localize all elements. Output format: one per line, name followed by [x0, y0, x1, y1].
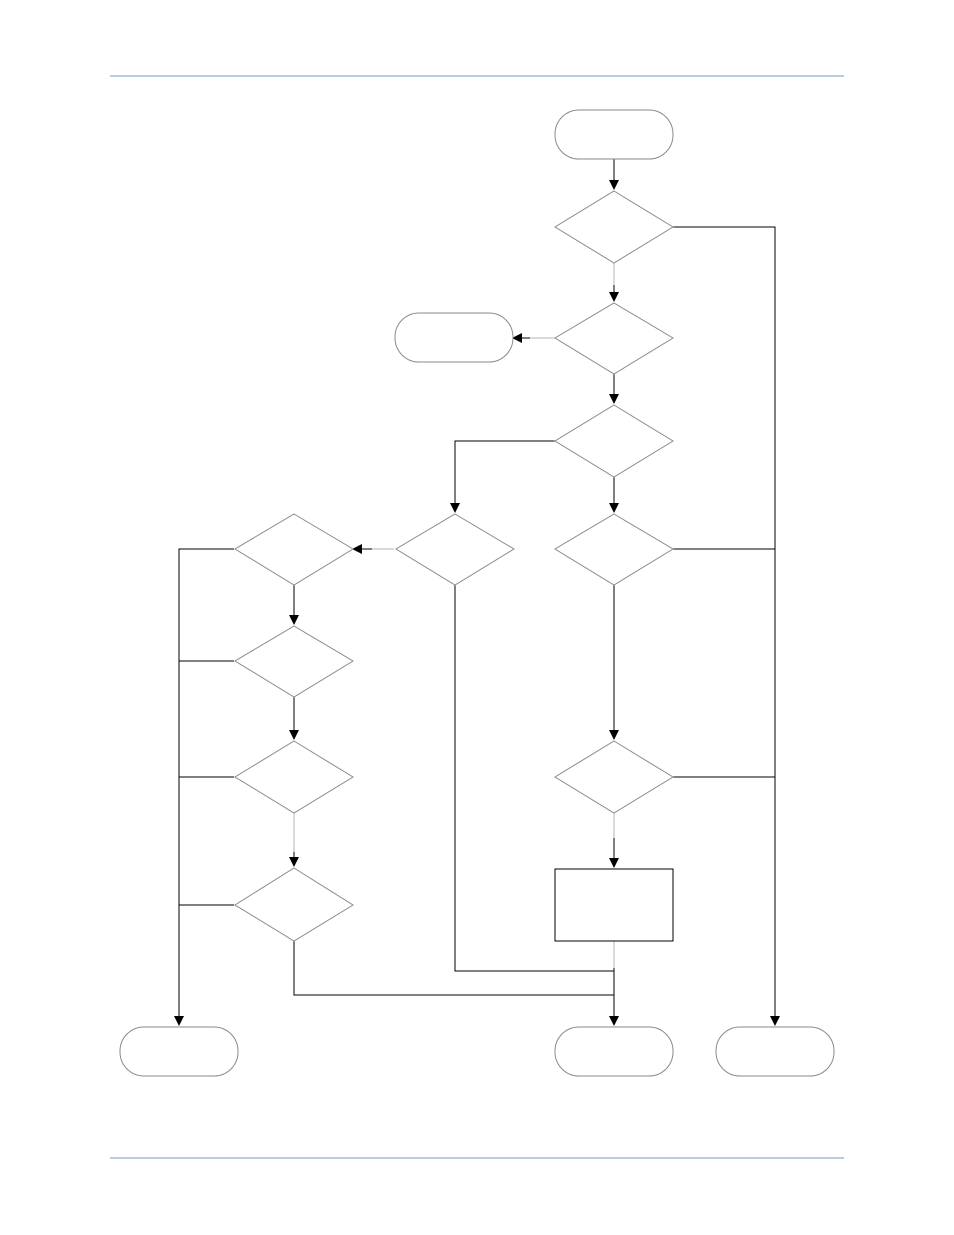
process-box: [554, 868, 674, 942]
decision-8-diamond: [234, 625, 354, 698]
connectors: [174, 159, 780, 1026]
edge-decision-10-end-center: [293, 941, 614, 996]
edge-left-trunk: [174, 548, 234, 1026]
decision-5-diamond: [554, 513, 674, 586]
end-left-terminator: [119, 1026, 239, 1077]
decision-2-diamond: [554, 302, 674, 375]
decision-3-diamond: [554, 404, 674, 478]
decision-4-diamond: [395, 513, 515, 586]
side-terminator: [394, 312, 514, 363]
edge-decision-3-decision-4: [450, 440, 555, 513]
decision-1-diamond: [554, 190, 674, 264]
decision-9-diamond: [234, 740, 354, 814]
end-right-terminator: [715, 1026, 835, 1077]
decision-6-diamond: [554, 740, 674, 814]
nodes: [119, 109, 835, 1077]
edge-right-trunk: [673, 226, 780, 1026]
edge-decision-4-end-center: [454, 585, 614, 972]
end-center-terminator: [554, 1026, 674, 1077]
decision-7-diamond: [234, 513, 354, 586]
start-terminator: [554, 109, 674, 160]
decision-10-diamond: [234, 867, 354, 942]
